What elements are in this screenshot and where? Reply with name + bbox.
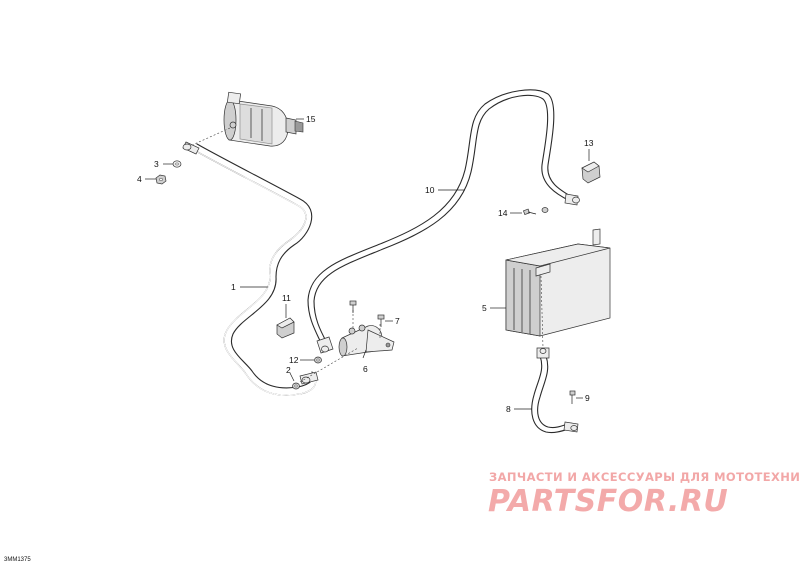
screw-14 <box>522 207 549 216</box>
callout-12: 12 <box>289 355 299 365</box>
callout-8: 8 <box>506 404 511 414</box>
terminal-boot-13 <box>581 161 601 184</box>
callout-13: 13 <box>584 138 594 148</box>
figure-code: 3MM1375 <box>4 557 31 563</box>
callout-11: 11 <box>282 293 291 303</box>
callout-6: 6 <box>363 364 368 374</box>
callout-14: 14 <box>498 208 508 218</box>
cable-1 <box>182 141 319 396</box>
screw-7 <box>377 314 385 327</box>
callout-4: 4 <box>137 174 142 184</box>
callout-9: 9 <box>585 393 590 403</box>
nut-12 <box>314 356 322 364</box>
callout-5: 5 <box>482 303 487 313</box>
callout-1: 1 <box>231 282 236 292</box>
cable-8 <box>531 347 579 434</box>
watermark-logo: PARTSFOR.RU <box>488 484 728 519</box>
callout-3: 3 <box>154 159 159 169</box>
solenoid <box>338 310 395 357</box>
callout-15: 15 <box>306 114 316 124</box>
screw-solenoid-top <box>349 300 357 313</box>
callout-10: 10 <box>425 185 435 195</box>
watermark: ЗАПЧАСТИ И АКСЕССУАРЫ ДЛЯ МОТОТЕХНИКИ PA… <box>488 470 800 519</box>
cable-10 <box>307 89 580 354</box>
watermark-tagline: ЗАПЧАСТИ И АКСЕССУАРЫ ДЛЯ МОТОТЕХНИКИ <box>489 470 800 484</box>
callouts: 1 2 3 4 5 6 7 8 9 10 11 12 13 14 15 <box>137 114 594 414</box>
starter-motor <box>189 91 304 147</box>
nut <box>155 174 167 185</box>
nut-2 <box>292 382 300 390</box>
terminal-boot-11 <box>276 317 295 339</box>
screw-9 <box>569 390 576 404</box>
callout-2: 2 <box>286 365 291 375</box>
leader-lines <box>145 118 590 410</box>
battery <box>505 228 611 349</box>
callout-7: 7 <box>395 316 400 326</box>
lock-washer <box>172 160 182 168</box>
